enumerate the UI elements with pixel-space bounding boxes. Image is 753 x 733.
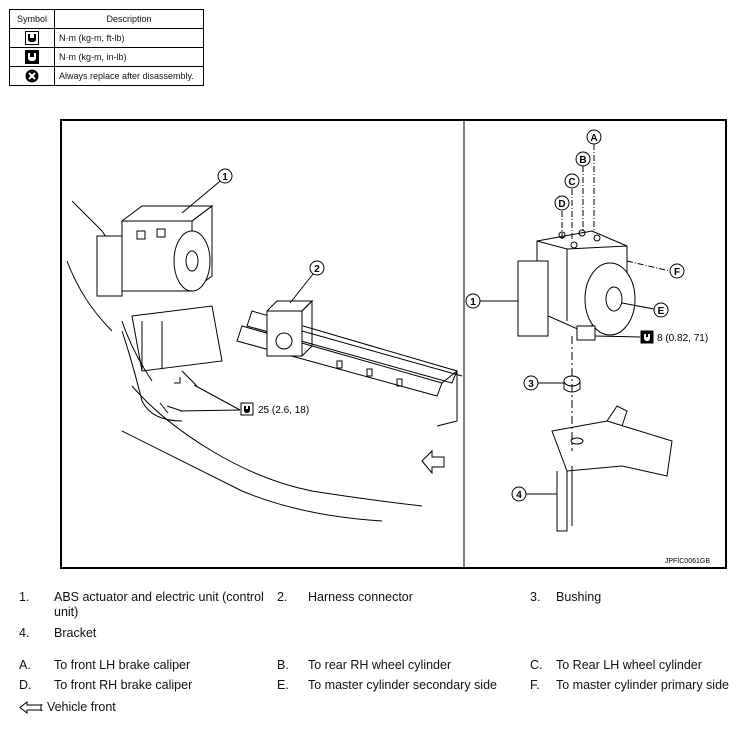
part-label: Bracket [54, 626, 97, 640]
part-label: ABS actuator and electric unit (control [54, 590, 264, 604]
left-panel-drawing [66, 200, 463, 522]
right-panel-drawing [517, 229, 673, 532]
callout-f: F [626, 260, 685, 279]
torque-callout-right: 8 (0.82, 71) [594, 330, 708, 344]
figure-id: JPFIC0061GB [665, 558, 710, 565]
svg-text:1: 1 [470, 297, 476, 308]
description-header: Description [54, 9, 204, 29]
letter-label: To master cylinder primary side [556, 678, 729, 692]
svg-text:1: 1 [222, 172, 228, 183]
callout-1-right: 1 [465, 293, 518, 309]
svg-text:C: C [568, 177, 575, 188]
vehicle-front-arrow-icon [19, 701, 42, 714]
vehicle-front-label: : Vehicle front [40, 700, 116, 714]
torque-wrench-icon [25, 31, 39, 45]
svg-text:F: F [674, 267, 680, 278]
part-label-continued: unit) [54, 605, 79, 619]
svg-text:2: 2 [314, 264, 320, 275]
symbol-description: N·m (kg-m, in-lb) [54, 47, 204, 67]
part-label: Harness connector [308, 590, 413, 604]
abs-actuator-figure: 1 2 25 (2.6, 18) [60, 119, 727, 569]
letter-code: C. [530, 658, 543, 672]
letter-label: To Rear LH wheel cylinder [556, 658, 702, 672]
callout-3: 3 [523, 375, 564, 391]
callout-4: 4 [511, 486, 557, 502]
letter-label: To master cylinder secondary side [308, 678, 497, 692]
callout-d: D [554, 195, 570, 239]
svg-text:D: D [558, 199, 565, 210]
letter-label: To front LH brake caliper [54, 658, 191, 672]
letter-label: To rear RH wheel cylinder [308, 658, 452, 672]
letter-label: To front RH brake caliper [54, 678, 193, 692]
letter-code: F. [530, 678, 540, 692]
letter-code: B. [277, 658, 289, 672]
callout-2-left: 2 [289, 260, 325, 304]
svg-text:4: 4 [516, 490, 522, 501]
symbol-table: Symbol Description N·m (kg-m, ft-lb) N·m… [9, 9, 204, 86]
part-number: 2. [277, 590, 288, 604]
callout-c: C [564, 173, 580, 239]
part-label: Bushing [556, 590, 602, 604]
svg-text:3: 3 [528, 379, 534, 390]
svg-text:E: E [658, 306, 665, 317]
callout-1-left: 1 [181, 168, 233, 214]
always-replace-icon [25, 69, 39, 83]
svg-text:B: B [579, 155, 586, 166]
callout-b: B [575, 151, 591, 233]
callout-a: A [586, 129, 602, 231]
torque-value-right: 8 (0.82, 71) [657, 333, 708, 344]
symbol-description: Always replace after disassembly. [54, 66, 204, 86]
symbol-description: N·m (kg-m, ft-lb) [54, 28, 204, 48]
letter-code: D. [19, 678, 32, 692]
letter-code: E. [277, 678, 289, 692]
part-number: 4. [19, 626, 30, 640]
torque-wrench-inlb-icon [25, 50, 39, 64]
part-number: 1. [19, 590, 30, 604]
torque-value-left: 25 (2.6, 18) [258, 405, 309, 416]
part-number: 3. [530, 590, 541, 604]
torque-callout-left: 25 (2.6, 18) [179, 384, 309, 416]
symbol-header: Symbol [9, 9, 55, 29]
figure-drawing: 1 2 25 (2.6, 18) [66, 121, 710, 567]
callout-e: E [621, 302, 669, 318]
svg-text:A: A [590, 133, 597, 144]
letter-code: A. [19, 658, 31, 672]
